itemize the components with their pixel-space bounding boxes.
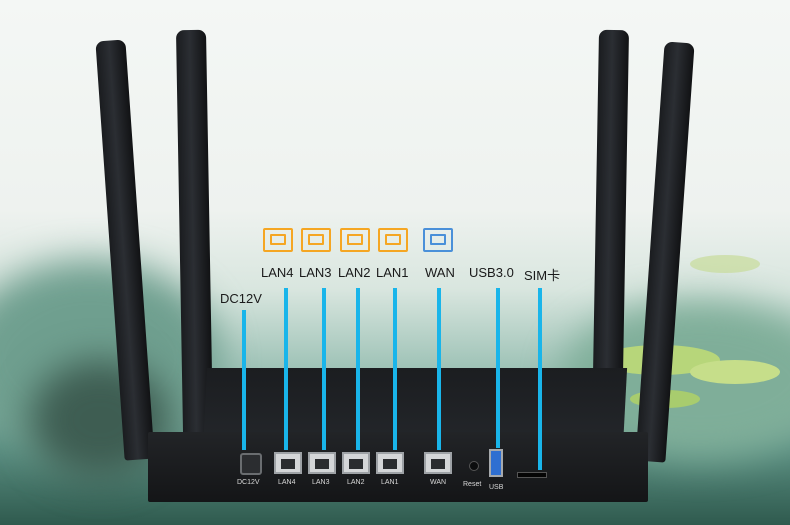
port-label-lan2: LAN2 [347,479,365,486]
callout-line-wan [437,288,441,450]
callout-usb: USB3.0 [469,265,514,280]
usb-port [489,449,503,477]
lan2-port [342,452,370,474]
port-label-reset: Reset [463,481,482,488]
callout-line-dc [242,310,246,450]
lan3-port-icon [301,228,331,252]
wan-port [424,452,452,474]
callout-dc: DC12V [220,291,262,306]
callout-sim: SIM卡 [524,268,561,283]
lan3-port [308,452,336,474]
dc-jack [240,453,262,475]
callout-line-lan1 [393,288,397,450]
port-label-usb: USB [489,484,504,491]
callout-lan3: LAN3 [299,265,332,280]
callout-line-lan3 [322,288,326,450]
lan4-port-icon [263,228,293,252]
port-label-lan4: LAN4 [278,479,296,486]
lily-pad [690,255,760,273]
callout-lan4: LAN4 [261,265,294,280]
callout-wan: WAN [425,265,455,280]
wan-port-icon [423,228,453,252]
callout-line-lan2 [356,288,360,450]
reset-button [469,461,479,471]
sim-slot [517,472,547,478]
lan1-port-icon [378,228,408,252]
port-label-wan: WAN [430,479,447,486]
port-label-dc: DC12V [237,479,260,486]
lan4-port [274,452,302,474]
callout-line-lan4 [284,288,288,450]
lily-pad [690,360,780,384]
callout-lan2: LAN2 [338,265,371,280]
lan1-port [376,452,404,474]
port-label-lan3: LAN3 [312,479,330,486]
callout-line-sim [538,288,542,470]
port-label-lan1: LAN1 [381,479,399,486]
lan2-port-icon [340,228,370,252]
callout-lan1: LAN1 [376,265,409,280]
callout-line-usb [496,288,500,448]
